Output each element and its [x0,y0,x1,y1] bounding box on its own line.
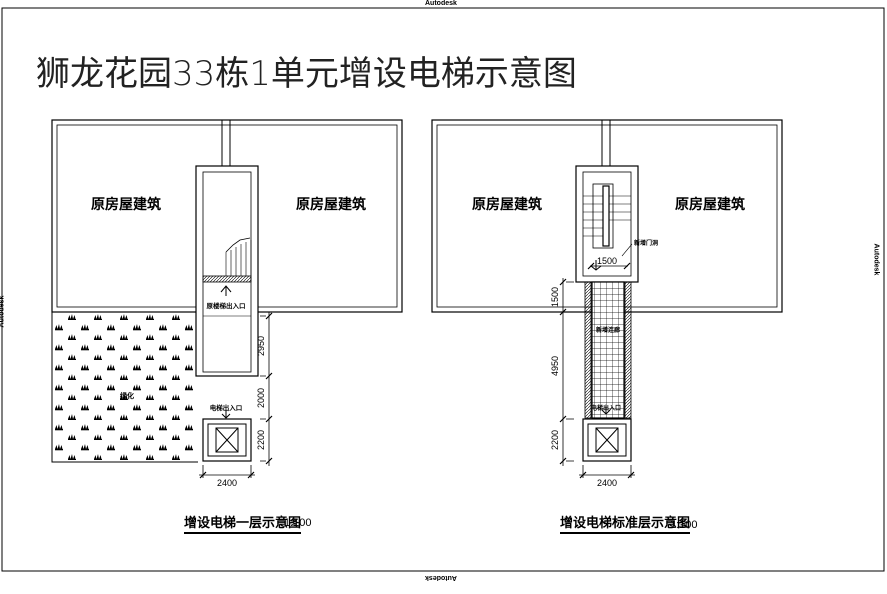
elevator-entrance-arrow [601,405,611,415]
dim-ticks [199,471,255,479]
dim-2200: 2200 [550,430,560,450]
dim-extension [566,281,574,462]
elevator-entrance-label: 电梯出入口 [591,404,621,412]
new-corridor [591,281,625,419]
dim-extension [582,465,632,478]
stair-entrance-label: 原楼梯出入口 [207,301,246,310]
stair-steps [609,195,631,221]
corridor-wall-right [624,281,632,419]
elevator-entrance-label: 电梯出入口 [210,403,243,412]
stair-flight [592,183,614,249]
standard-floor-scale: 1:100 [670,519,698,531]
dim-2400: 2400 [217,478,237,488]
greenery-label: 绿化 [120,391,134,400]
dim-2200: 2200 [256,430,266,450]
dim-extension [202,465,252,478]
elevator-car [587,423,627,457]
new-door-label: 新增门洞 [634,239,658,247]
dim-ticks [265,312,273,465]
standard-floor-plan [431,119,783,479]
door-leader [621,243,633,257]
room-label-left: 原房屋建筑 [91,196,161,213]
room-label-left: 原房屋建筑 [472,196,542,213]
first-floor-caption: 增设电梯一层示意图 [184,512,302,534]
dim-4950: 4950 [550,356,560,376]
door-arrow [590,260,602,271]
dim-2950: 2950 [256,336,266,356]
dim-ticks [579,471,635,479]
dim-extension [260,315,266,462]
elevator-car [207,423,247,457]
elevator-cross [595,427,619,453]
sheet-border [1,7,885,572]
elevator-cab [595,427,619,453]
greenery-area [52,312,198,462]
stairwell-outer [195,165,259,377]
entrance-arrow [220,285,232,296]
corridor-wall-left [584,281,592,419]
stair-arrow [225,237,251,253]
elevator-cab [215,427,239,453]
greenery-boundary [51,312,198,463]
dim-1500-top: 1500 [597,256,617,266]
elevator-cross [215,427,239,453]
dim-ticks [587,262,631,270]
watermark-top: Autodesk [425,0,457,7]
dim-ticks [559,278,567,465]
elevator-entrance-arrow [221,410,231,419]
drawing-title: 狮龙花园33栋1单元增设电梯示意图 [36,54,577,94]
first-floor-scale: 1:100 [284,517,312,529]
stair-steps [225,240,252,276]
stairwell-inner [582,171,632,277]
standard-floor-caption: 增设电梯标准层示意图 [560,512,691,534]
room-label-right: 原房屋建筑 [675,196,745,213]
dim-1500-side: 1500 [550,287,560,307]
stair-landing-hatch [202,275,252,283]
dim-2400: 2400 [597,478,617,488]
room-label-right: 原房屋建筑 [296,196,366,213]
corridor-label: 新增连廊 [596,326,620,334]
dim-2000: 2000 [256,388,266,408]
stair-steps [583,195,603,237]
first-floor-plan [51,119,403,479]
stair-handrail [602,185,610,247]
